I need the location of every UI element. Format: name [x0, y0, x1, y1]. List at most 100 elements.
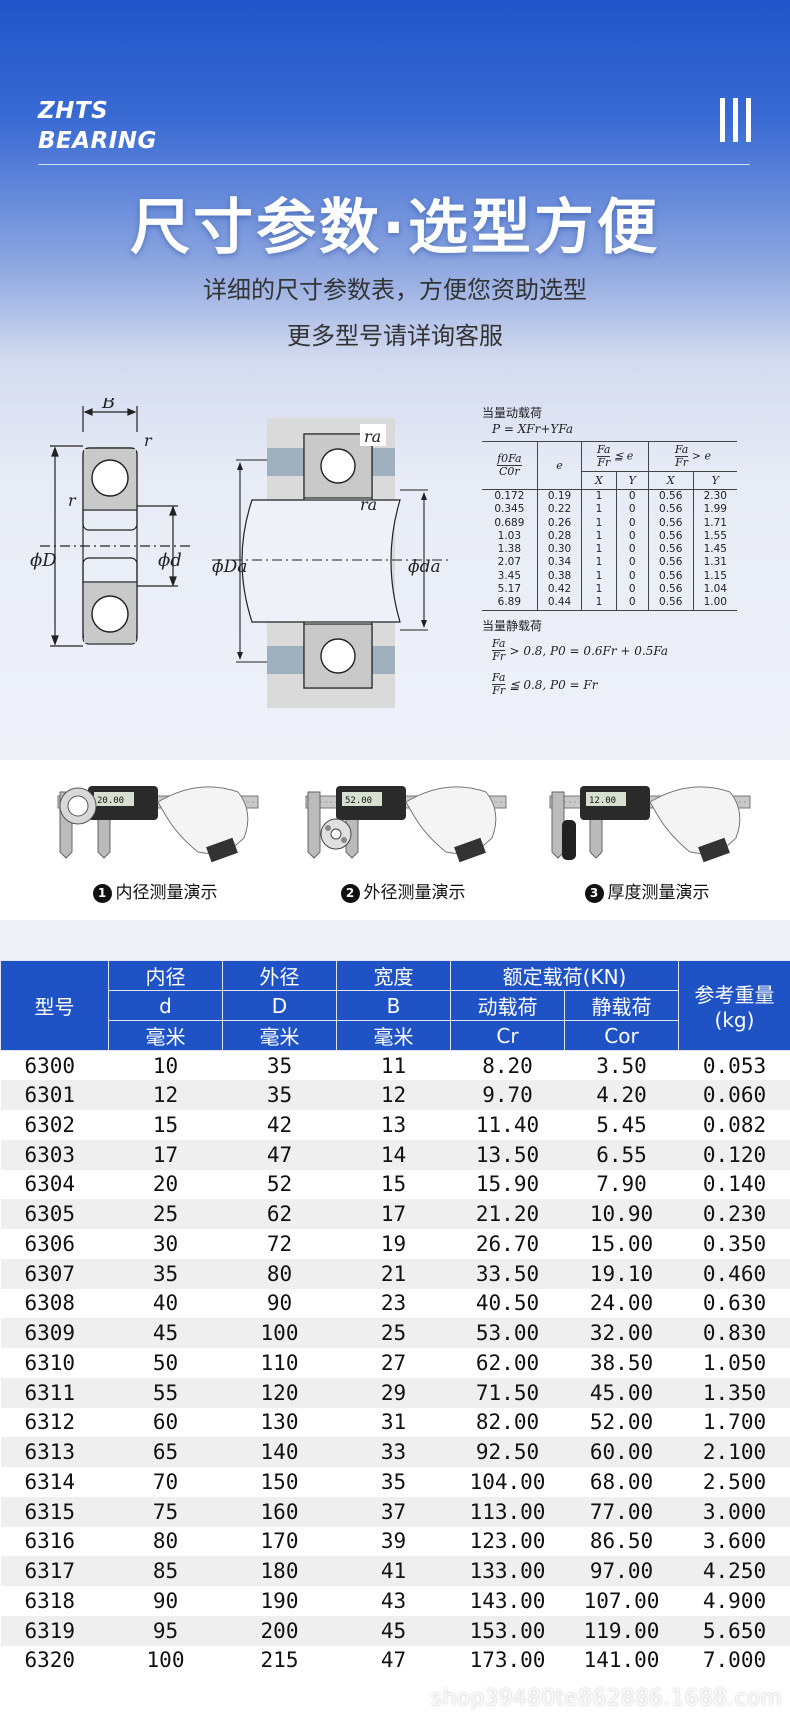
formula-cell: 0.38 — [536, 569, 582, 584]
formula-cell: 1.03 — [497, 529, 522, 542]
formula-cell: 1.00 — [692, 596, 737, 611]
formula-cell: 0.56 — [647, 543, 694, 557]
spec-cell: 200 — [222, 1615, 337, 1646]
spec-cell: 26.70 — [450, 1229, 565, 1259]
spec-cell: 2.500 — [678, 1467, 790, 1497]
spec-cell: 4.20 — [564, 1080, 679, 1110]
model-cell: 6320 — [0, 1645, 109, 1676]
spec-cell: 15 — [336, 1169, 451, 1200]
formula-cell: 0.22 — [536, 503, 582, 517]
spec-cell: 62 — [222, 1199, 337, 1229]
spec-cell: 40 — [108, 1288, 223, 1319]
spec-cell: 35 — [108, 1258, 223, 1289]
formula-cell: 0 — [615, 569, 649, 584]
spec-cell: 47 — [336, 1645, 451, 1676]
col-width-symbol: B — [336, 990, 451, 1021]
spec-cell: 0.830 — [678, 1318, 790, 1348]
formula-cell: 1 — [581, 516, 617, 530]
spec-cell: 45 — [336, 1615, 451, 1646]
spec-cell: 15.90 — [450, 1169, 565, 1200]
formula-cell: 1.45 — [692, 543, 737, 557]
spec-cell: 38.50 — [564, 1348, 679, 1378]
spec-cell: 90 — [222, 1288, 337, 1319]
label-B: B — [101, 398, 115, 413]
formula-cell: 0.30 — [536, 543, 582, 557]
spec-cell: 68.00 — [564, 1467, 679, 1497]
spec-cell: 180 — [222, 1556, 337, 1586]
step-number-badge: 1 — [92, 884, 112, 903]
spec-cell: 45.00 — [564, 1377, 679, 1408]
spec-cell: 70 — [108, 1467, 223, 1497]
model-cell: 6312 — [0, 1407, 109, 1438]
spec-cell: 43 — [336, 1586, 451, 1616]
formula-cell: 1.31 — [692, 556, 737, 570]
spec-cell: 12 — [336, 1080, 451, 1110]
spec-cell: 92.50 — [450, 1437, 565, 1467]
spec-cell: 23 — [336, 1288, 451, 1319]
spec-cell: 5.45 — [564, 1110, 679, 1140]
spec-cell: 60.00 — [564, 1437, 679, 1467]
formula-cell: 0.56 — [647, 503, 694, 517]
spec-cell: 24.00 — [564, 1288, 679, 1319]
model-cell: 6318 — [0, 1586, 109, 1616]
col-x1: X — [581, 471, 617, 490]
section-gap — [0, 920, 790, 960]
model-cell: 6301 — [0, 1080, 109, 1110]
menu-icon[interactable] — [720, 98, 752, 142]
brand-line-2: BEARING — [38, 128, 157, 154]
spec-cell: 0.060 — [678, 1080, 790, 1110]
dynamic-load-title: 当量动载荷 — [482, 406, 543, 420]
formula-cell: 3.45 — [497, 569, 522, 582]
formula-cell: 0 — [615, 529, 649, 544]
col-outer: 外径 — [222, 960, 337, 991]
model-cell: 6306 — [0, 1229, 109, 1259]
subtitle-line-1: 详细的尺寸参数表，方便您资助选型 — [203, 276, 587, 304]
col-dynamic-symbol: Cr — [450, 1020, 565, 1051]
model-cell: 6308 — [0, 1288, 109, 1319]
col-e: e — [536, 441, 582, 490]
col-static-symbol: Cor — [564, 1020, 679, 1051]
col-y2: Y — [692, 471, 737, 490]
formula-cell: 0.172 — [494, 490, 525, 502]
spec-cell: 42 — [222, 1110, 337, 1140]
static-load-title: 当量静载荷 — [482, 618, 543, 633]
formula-cell: 5.17 — [497, 583, 522, 596]
spec-cell: 0.350 — [678, 1229, 790, 1259]
formula-cell: 0 — [615, 583, 649, 597]
spec-cell: 107.00 — [564, 1586, 679, 1616]
spec-cell: 7.000 — [678, 1645, 790, 1676]
spec-cell: 119.00 — [564, 1615, 679, 1646]
spec-cell: 77.00 — [564, 1496, 679, 1527]
col-dynamic-load: 动载荷 — [450, 990, 565, 1021]
formula-cell: 1.04 — [692, 583, 737, 597]
formula-cell: 0.44 — [536, 596, 582, 611]
label-d: ϕd — [158, 550, 182, 571]
model-cell: 6317 — [0, 1556, 109, 1586]
formula-cell: 0.345 — [494, 503, 525, 516]
label-r-top: r — [144, 431, 153, 450]
model-cell: 6319 — [0, 1615, 109, 1646]
spec-cell: 173.00 — [450, 1645, 565, 1676]
label-r-left: r — [68, 491, 77, 510]
formula-cell: 0 — [615, 516, 649, 530]
spec-cell: 25 — [108, 1199, 223, 1229]
page-title: 尺寸参数·选型方便 — [130, 193, 660, 263]
label-da: ϕda — [408, 557, 441, 577]
svg-text:20.00: 20.00 — [97, 796, 124, 806]
col-inner: 内径 — [108, 960, 223, 991]
